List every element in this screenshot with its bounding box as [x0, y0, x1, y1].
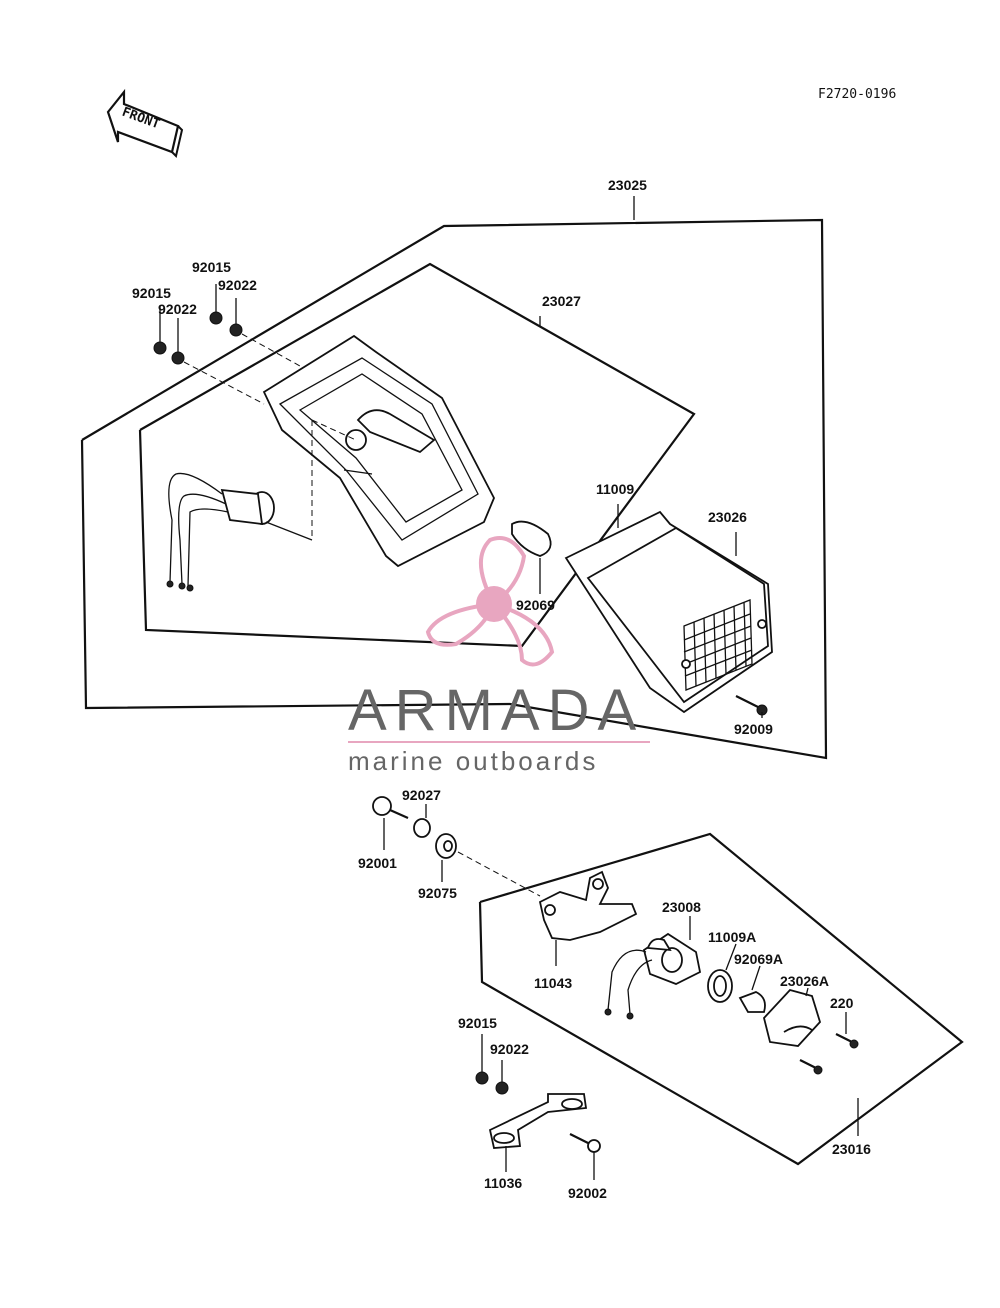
- nuts-washers-lower: [475, 1034, 509, 1095]
- bulb-92069A: [738, 965, 766, 1013]
- watermark: ARMADA marine outboards: [348, 536, 650, 776]
- label-92075: 92075: [418, 885, 457, 901]
- bolt-92001: [372, 796, 409, 850]
- label-92015-c: 92015: [458, 1015, 497, 1031]
- label-11009: 11009: [596, 481, 634, 497]
- bulb-92069: [511, 520, 552, 594]
- label-23016: 23016: [832, 1141, 871, 1157]
- label-23008: 23008: [662, 899, 701, 915]
- label-92001: 92001: [358, 855, 397, 871]
- label-23026A: 23026A: [780, 973, 829, 989]
- screw-92009: [735, 695, 768, 718]
- socket-wiring: [166, 472, 313, 592]
- spacer-92027: [413, 804, 431, 838]
- grommet-92075: [435, 833, 541, 897]
- label-23025: 23025: [608, 177, 647, 193]
- label-92069: 92069: [516, 597, 555, 613]
- front-arrow-icon: FRONT: [106, 88, 184, 158]
- taillight-housing: [262, 334, 495, 568]
- assembly-23025-outline: [80, 196, 828, 760]
- label-92009: 92009: [734, 721, 773, 737]
- bracket-11036: [488, 1093, 588, 1172]
- label-92022-b: 92022: [158, 301, 197, 317]
- label-220: 220: [830, 995, 854, 1011]
- label-11036: 11036: [484, 1175, 522, 1191]
- propeller-logo-icon: [425, 536, 555, 667]
- label-11009A: 11009A: [708, 929, 756, 945]
- gasket-11009A: [707, 943, 737, 1003]
- lens-23026: [564, 504, 773, 714]
- socket-23008: [604, 916, 702, 1020]
- bracket-11043: [538, 870, 638, 966]
- assembly-23016-outline: [478, 832, 964, 1166]
- label-92022-c: 92022: [490, 1041, 529, 1057]
- label-92027: 92027: [402, 787, 441, 803]
- label-92022-a: 92022: [218, 277, 257, 293]
- assembly-23027-outline: [138, 262, 696, 648]
- screw-220: [799, 1012, 859, 1075]
- label-92069A: 92069A: [734, 951, 783, 967]
- label-23027: 23027: [542, 293, 581, 309]
- lens-23026A: [763, 987, 822, 1047]
- screw-92002: [569, 1133, 601, 1180]
- label-23026: 23026: [708, 509, 747, 525]
- watermark-brand: ARMADA: [348, 678, 644, 743]
- part-labels: 23025 23027 92015 92022 92015 92022 1100…: [132, 177, 871, 1201]
- label-11043: 11043: [534, 975, 572, 991]
- label-92015-a: 92015: [192, 259, 231, 275]
- watermark-tagline: marine outboards: [348, 746, 598, 776]
- label-92002: 92002: [568, 1185, 607, 1201]
- label-92015-b: 92015: [132, 285, 171, 301]
- reference-code: F2720-0196: [818, 87, 896, 102]
- nuts-washers-upper: [153, 284, 301, 405]
